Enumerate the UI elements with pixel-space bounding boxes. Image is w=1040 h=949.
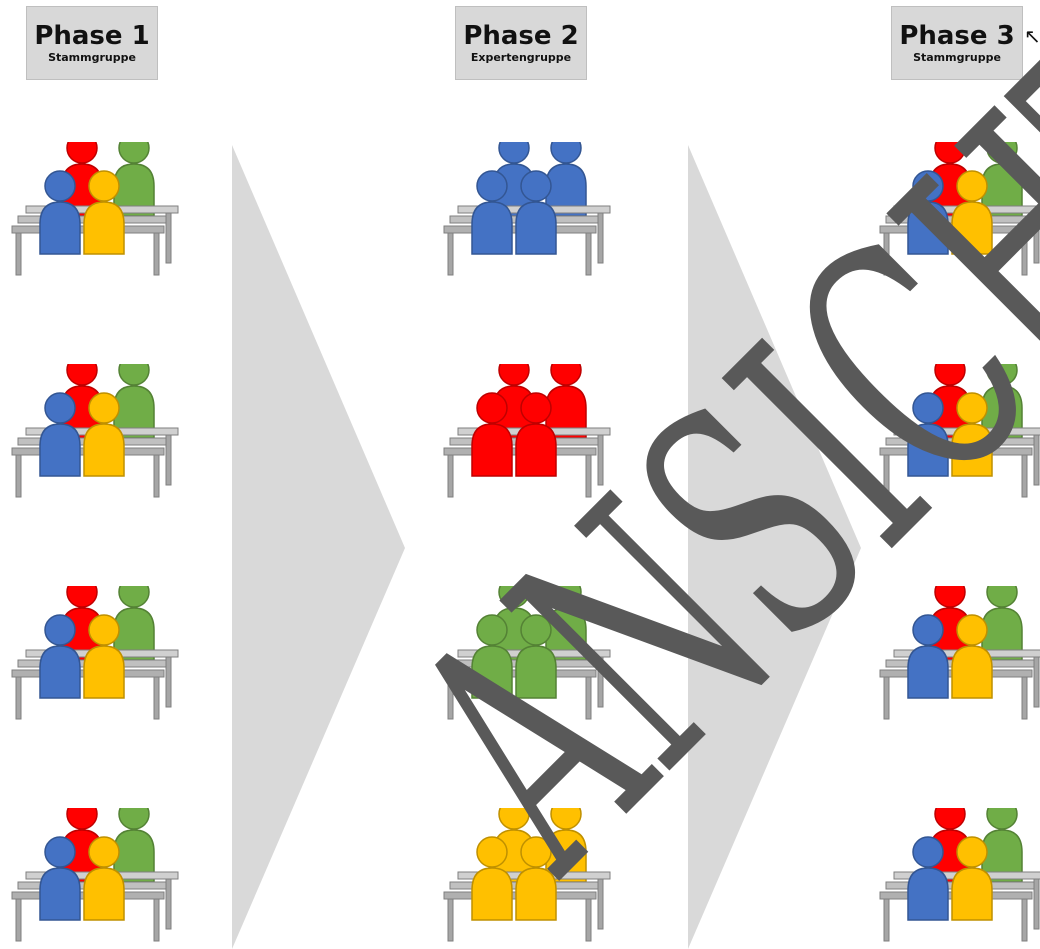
phase-3-group-4 bbox=[879, 808, 1040, 942]
person-back-right-icon bbox=[113, 586, 155, 661]
person-front-right-icon bbox=[83, 614, 125, 699]
person-back-right-icon bbox=[113, 808, 155, 883]
person-front-right-icon bbox=[951, 836, 993, 921]
person-back-right-icon bbox=[981, 586, 1023, 661]
person-front-left-icon bbox=[907, 836, 949, 921]
person-front-left-icon bbox=[471, 170, 513, 255]
person-front-right-icon bbox=[951, 170, 993, 255]
phase-1-group-1 bbox=[11, 142, 179, 276]
person-front-right-icon bbox=[83, 392, 125, 477]
person-front-left-icon bbox=[907, 392, 949, 477]
person-back-right-icon bbox=[545, 586, 587, 661]
phase-1-subtitle: Stammgruppe bbox=[48, 51, 136, 64]
person-front-left-icon bbox=[39, 836, 81, 921]
person-back-right-icon bbox=[545, 142, 587, 217]
person-front-right-icon bbox=[515, 392, 557, 477]
phase-1-group-3 bbox=[11, 586, 179, 720]
cursor-arrow-icon: ↖ bbox=[1024, 24, 1040, 48]
phase-1-group-2 bbox=[11, 364, 179, 498]
person-front-right-icon bbox=[951, 392, 993, 477]
phase-3-group-1 bbox=[879, 142, 1040, 276]
phase-1-header: Phase 1 Stammgruppe bbox=[26, 6, 158, 80]
person-back-right-icon bbox=[113, 142, 155, 217]
person-back-right-icon bbox=[113, 364, 155, 439]
person-front-right-icon bbox=[515, 836, 557, 921]
phase-3-group-2 bbox=[879, 364, 1040, 498]
phase-1-title: Phase 1 bbox=[34, 21, 150, 51]
phase-3-group-3 bbox=[879, 586, 1040, 720]
person-front-left-icon bbox=[39, 614, 81, 699]
arrow-phase1-to-phase2 bbox=[232, 145, 405, 949]
person-front-right-icon bbox=[83, 836, 125, 921]
phase-2-header: Phase 2 Expertengruppe bbox=[455, 6, 587, 80]
person-front-left-icon bbox=[907, 614, 949, 699]
phase-2-subtitle: Expertengruppe bbox=[470, 51, 572, 64]
person-front-left-icon bbox=[471, 614, 513, 699]
phase-2-group-3 bbox=[443, 586, 611, 720]
phase-3-subtitle: Stammgruppe bbox=[913, 51, 1001, 64]
phase-3-title: Phase 3 bbox=[899, 21, 1015, 51]
person-front-left-icon bbox=[471, 392, 513, 477]
phase-3-header: Phase 3 Stammgruppe bbox=[891, 6, 1023, 80]
phase-2-group-2 bbox=[443, 364, 611, 498]
person-back-right-icon bbox=[545, 808, 587, 883]
person-back-right-icon bbox=[981, 142, 1023, 217]
person-front-right-icon bbox=[951, 614, 993, 699]
person-back-right-icon bbox=[981, 808, 1023, 883]
person-front-left-icon bbox=[39, 392, 81, 477]
person-front-right-icon bbox=[515, 170, 557, 255]
person-front-left-icon bbox=[471, 836, 513, 921]
phase-2-title: Phase 2 bbox=[463, 21, 579, 51]
person-front-left-icon bbox=[39, 170, 81, 255]
phase-2-group-1 bbox=[443, 142, 611, 276]
person-back-right-icon bbox=[981, 364, 1023, 439]
person-front-right-icon bbox=[83, 170, 125, 255]
phase-2-group-4 bbox=[443, 808, 611, 942]
person-front-left-icon bbox=[907, 170, 949, 255]
person-back-right-icon bbox=[545, 364, 587, 439]
person-front-right-icon bbox=[515, 614, 557, 699]
arrow-phase2-to-phase3 bbox=[688, 145, 861, 949]
phase-1-group-4 bbox=[11, 808, 179, 942]
